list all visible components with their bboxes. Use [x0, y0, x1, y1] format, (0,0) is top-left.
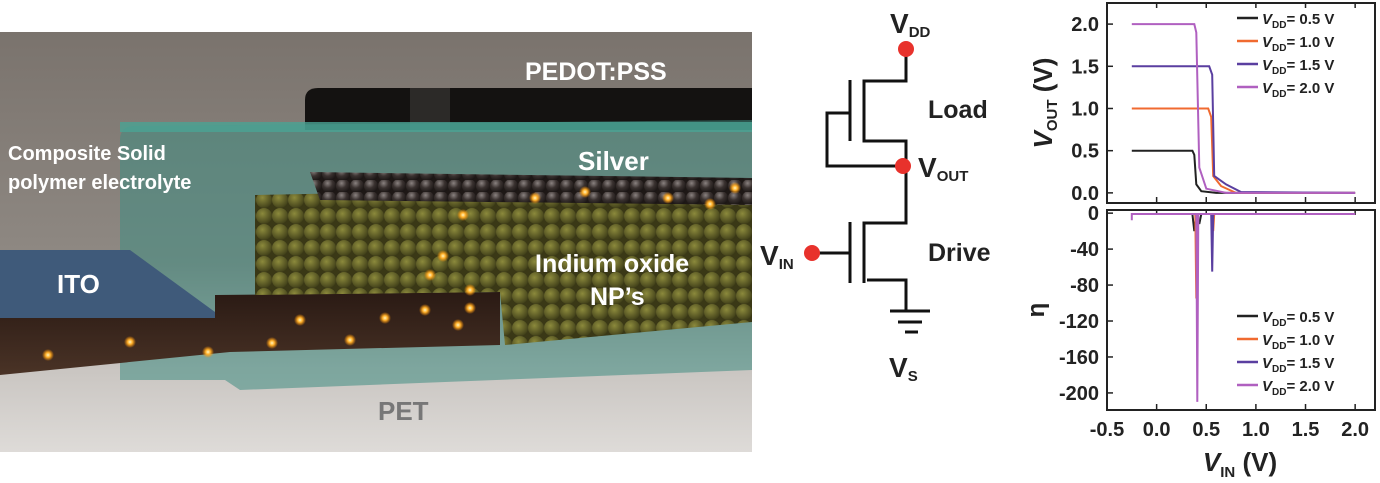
- vdd-node: [898, 41, 914, 57]
- x-tick-label: 1.0: [1242, 419, 1270, 441]
- y-tick-label: 1.5: [1071, 56, 1099, 78]
- circuit-nodes: [804, 41, 914, 261]
- silver-layer: [310, 172, 752, 205]
- x-tick-label: 0.5: [1192, 419, 1220, 441]
- vout-plot: 0.0 0.5 1.0 1.5 2.0 VDD= 0.5 V VDD= 1.0 V VDD= …: [1028, 2, 1376, 205]
- label-vdd: VDD: [890, 8, 931, 41]
- y-tick-label: 0.0: [1071, 183, 1099, 205]
- device-illustration: PEDOT:PSS Composite Solid polymer electr…: [0, 32, 752, 452]
- label-nps: NP’s: [590, 283, 645, 311]
- indium-oxide-nanoparticles: [255, 185, 752, 345]
- y-tick-label: -200: [1059, 383, 1099, 405]
- vout-node: [895, 158, 911, 174]
- x-axis-label: VIN (V): [1203, 447, 1277, 481]
- plot-frame: [1106, 209, 1376, 411]
- label-drive: Drive: [928, 239, 991, 267]
- vin-node: [804, 245, 820, 261]
- label-ito: ITO: [57, 269, 100, 299]
- legend-label-0: VDD= 0.5 V: [1262, 11, 1334, 31]
- y-tick-label: -80: [1070, 275, 1099, 297]
- x-tick-label: 2.0: [1341, 419, 1369, 441]
- label-pedot-pss: PEDOT:PSS: [525, 58, 667, 86]
- x-tick-label: 1.5: [1292, 419, 1320, 441]
- y-tick-label: -120: [1059, 311, 1099, 333]
- channel-slab: [0, 292, 500, 375]
- legend-label-3: VDD= 2.0 V: [1262, 378, 1334, 398]
- y-axis-label: VOUT (V): [1028, 58, 1061, 149]
- series-line-0: [1131, 149, 1356, 194]
- legend-label-1: VDD= 1.0 V: [1262, 332, 1334, 352]
- plot-frame: [1106, 2, 1376, 204]
- label-silver: Silver: [578, 146, 649, 176]
- series-line-1: [1131, 213, 1356, 299]
- x-tick-label: 0.0: [1143, 419, 1171, 441]
- legend-label-0: VDD= 0.5 V: [1262, 309, 1334, 329]
- legend-label-1: VDD= 1.0 V: [1262, 34, 1334, 54]
- series-line-1: [1131, 107, 1356, 194]
- label-electrolyte-line2: polymer electrolyte: [8, 172, 191, 194]
- series-line-2: [1131, 213, 1356, 272]
- label-electrolyte-line1: Composite Solid: [8, 143, 166, 165]
- charge-glow-dots: [42, 182, 741, 361]
- series-line-0: [1131, 213, 1356, 232]
- series-line-3: [1130, 213, 1356, 402]
- label-load: Load: [928, 96, 988, 124]
- legend-label-2: VDD= 1.5 V: [1262, 57, 1334, 77]
- x-tick-label: -0.5: [1090, 419, 1124, 441]
- label-indium-oxide: Indium oxide: [535, 250, 689, 278]
- label-vs: VS: [889, 352, 918, 385]
- y-tick-label: -40: [1070, 239, 1099, 261]
- label-vin: VIN: [760, 240, 794, 273]
- y-tick-label: 2.0: [1071, 14, 1099, 36]
- y-tick-label: 0: [1088, 203, 1099, 225]
- electrolyte-top-edge: [120, 122, 752, 132]
- gain-plot: -0.5 0.0 0.5 1.0 1.5 2.0 -200 -160 -120 -80 -40 0VD…: [1023, 203, 1376, 481]
- label-pet: PET: [378, 396, 429, 426]
- label-vout: VOUT: [918, 152, 968, 185]
- y-tick-label: 1.0: [1071, 98, 1099, 120]
- series-line-2: [1131, 65, 1356, 194]
- y-tick-label: -160: [1059, 347, 1099, 369]
- circuit-wires: [812, 49, 930, 334]
- series-line-3: [1131, 23, 1356, 194]
- y-axis-label: η: [1023, 303, 1050, 318]
- legend-label-2: VDD= 1.5 V: [1262, 355, 1334, 375]
- legend-label-3: VDD= 2.0 V: [1262, 80, 1334, 100]
- ito-layer: [0, 250, 215, 318]
- y-tick-label: 0.5: [1071, 141, 1099, 163]
